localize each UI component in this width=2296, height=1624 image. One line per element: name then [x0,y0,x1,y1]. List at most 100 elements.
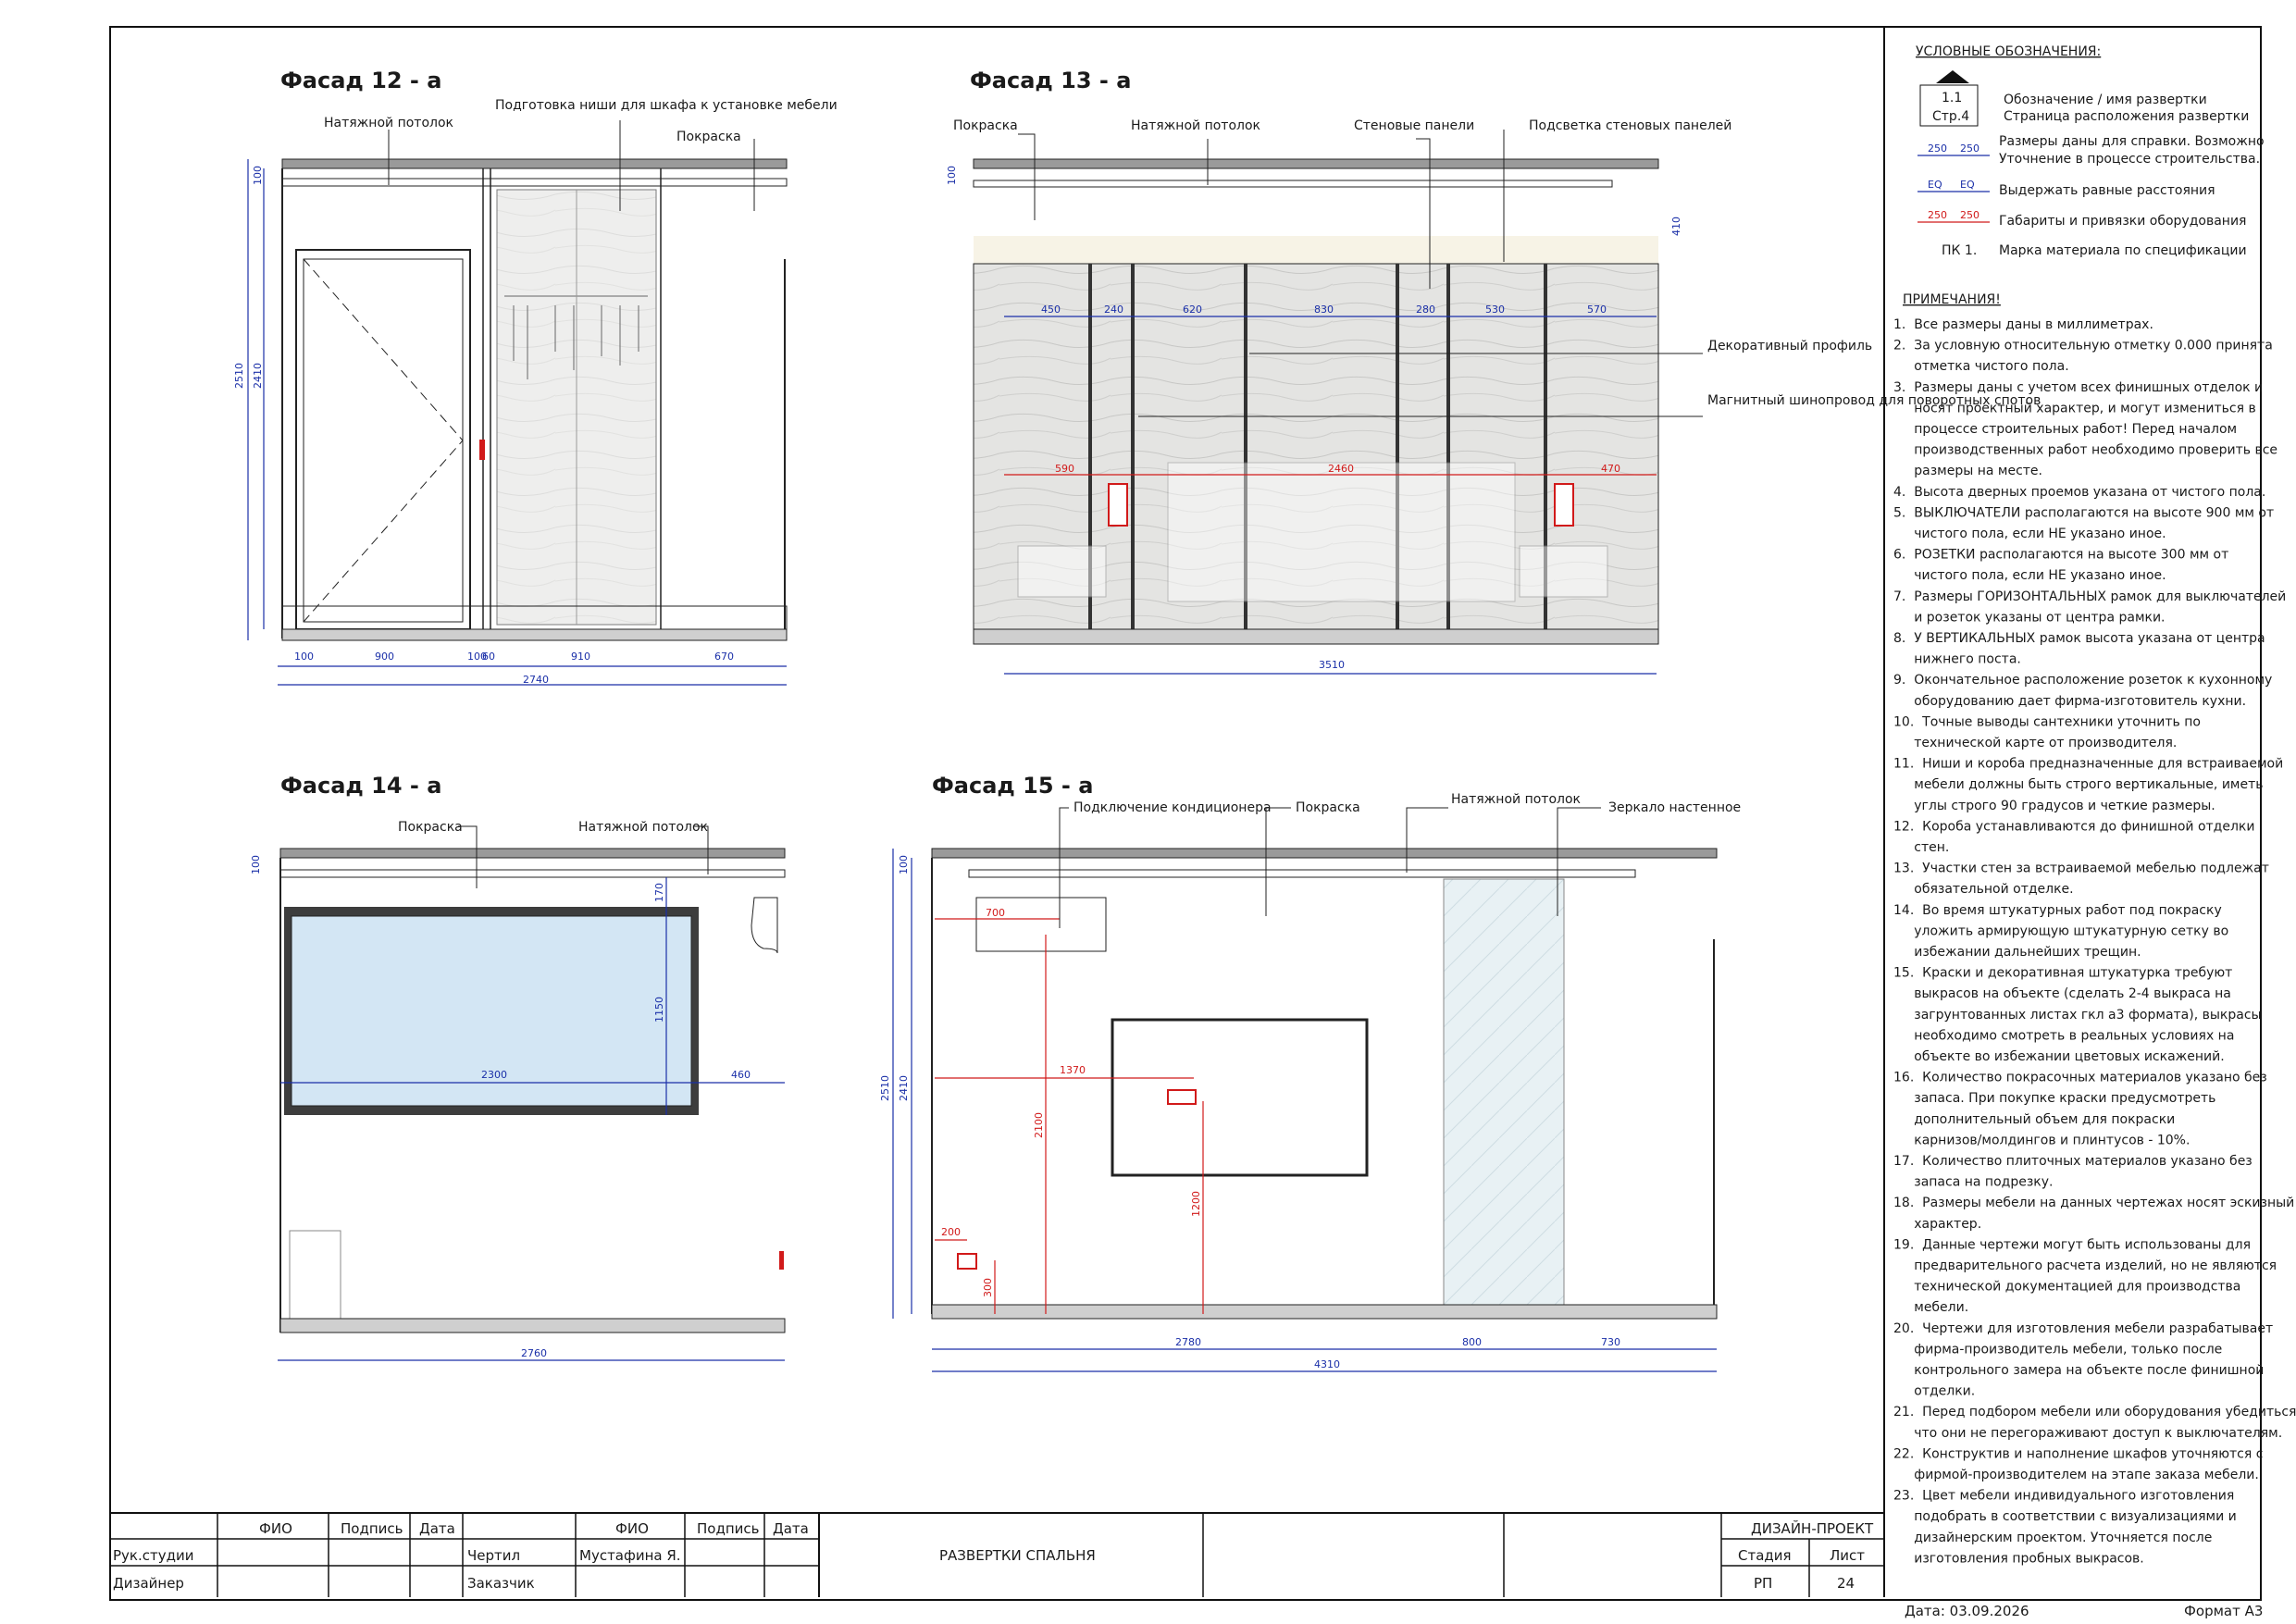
dim-15-inner: 2410 [898,1075,910,1101]
dim-13-5: 530 [1485,304,1505,316]
dim-12-outer: 2510 [233,363,245,389]
legend-item-4: Выдержать равные расстояния [1999,183,2215,198]
marker-bottom: Стр.4 [1932,109,1969,124]
facade-14: Фасад 14 - а 2300 460 1150 170 100 2760 … [250,773,786,1361]
dim-14-ceiling: 100 [250,855,262,874]
note-line: предварительного расчета изделий, но не … [1893,1258,2277,1273]
dim-14-height: 1150 [653,997,665,1023]
dim-13-6: 570 [1587,304,1607,316]
dim-15-top: 100 [898,855,910,874]
dim-13-red-1: 2460 [1328,463,1354,475]
note-line: мебели должны быть строго вертикальные, … [1893,777,2264,792]
note-line: размеры на месте. [1893,464,2042,478]
legend-dim-2: EQ [1928,179,1942,191]
marker-box [1919,84,1979,127]
tb-project: ДИЗАЙН-ПРОЕКТ [1751,1519,1874,1537]
door-swing [303,258,464,623]
legend-dim-0: 250 [1928,143,1947,155]
note-line: изготовления пробных выкрасов. [1893,1551,2144,1566]
note-line: 22. Конструктив и наполнение шкафов уточ… [1893,1446,2263,1461]
notes-lines: 1. Все размеры даны в миллиметрах. 2. За … [1893,317,2296,1566]
facade-13-title: Фасад 13 - а [970,68,1131,93]
note-line: оборудованию дает фирма-изготовитель кух… [1893,694,2246,709]
callout-ceiling-15: Натяжной потолок [1451,792,1581,807]
dim-14-width: 2300 [481,1069,507,1081]
dim-13-0: 450 [1041,304,1061,316]
note-line: 3. Размеры даны с учетом всех финишных о… [1893,380,2263,395]
dim-12-inner: 2410 [252,363,264,389]
dim-15-tv-offset: 1370 [1060,1064,1086,1076]
callout-profile: Декоративный профиль [1707,339,1872,353]
note-line: что они не перегораживают доступ к выклю… [1893,1426,2282,1441]
dim-14-side: 460 [731,1069,751,1081]
dim-15-tv-h2: 1200 [1190,1191,1202,1217]
tb-role-3: Чертил [467,1547,520,1564]
dim-12-2: 100 [467,651,487,663]
legend-dim-4: 250 [1928,209,1947,221]
marker-triangle-icon [1936,70,1969,83]
facade-15-title: Фасад 15 - а [932,773,1093,799]
callout-panels: Стеновые панели [1354,118,1474,133]
legend-item-6: Марка материала по спецификации [1999,243,2247,258]
socket-low [957,1253,977,1270]
note-line: 20. Чертежи для изготовления мебели разр… [1893,1321,2273,1336]
note-line: 6. РОЗЕТКИ располагаются на высоте 300 м… [1893,548,2228,563]
callout-mirror: Зеркало настенное [1608,800,1741,815]
tb-h-date-2: Дата [773,1520,809,1537]
note-line: характер. [1893,1217,1981,1232]
note-line: 8. У ВЕРТИКАЛЬНЫХ рамок высота указана о… [1893,631,2265,646]
callout-stretch-ceiling: Натяжной потолок [324,116,453,130]
note-line: технической карте от производителя. [1893,736,2177,750]
note-line: производственных работ необходимо провер… [1893,443,2277,458]
note-line: дополнительный объем для покраски [1893,1112,2175,1127]
dim-15-ac: 700 [986,907,1005,919]
note-line: 2. За условную относительную отметку 0.0… [1893,339,2273,353]
tb-h-date: Дата [419,1520,455,1537]
bed [1167,462,1516,602]
note-line: процессе строительных работ! Перед начал… [1893,422,2237,437]
dim-12-0: 100 [294,651,314,663]
socket-tv [1167,1089,1197,1105]
ac-unit [751,897,778,954]
note-line: 4. Высота дверных проемов указана от чис… [1893,485,2265,500]
tb-h-fio-2: ФИО [615,1520,649,1537]
legend-item-2: Размеры даны для справки. Возможно [1999,134,2265,149]
note-line: нижнего поста. [1893,652,2021,667]
legend-dim-1: 250 [1960,143,1980,155]
notes-title: ПРИМЕЧАНИЯ! [1903,292,2001,307]
ceiling-slab [281,158,788,169]
callout-ceiling-13: Натяжной потолок [1131,118,1260,133]
note-line: и розеток указаны от центра рамки. [1893,610,2166,625]
note-line: необходимо смотреть в реальных условиях … [1893,1028,2234,1043]
note-line: 16. Количество покрасочных материалов ук… [1893,1071,2267,1085]
dim-15-b1: 800 [1462,1336,1482,1348]
note-line: фирма-производитель мебели, только после [1893,1342,2222,1357]
switch-marker [479,440,485,460]
legend-item-1: Страница расположения развертки [2004,109,2249,124]
dim-12-4: 910 [571,651,590,663]
ac-unit-15 [975,897,1107,952]
note-line: 5. ВЫКЛЮЧАТЕЛИ располагаются на высоте 9… [1893,505,2274,520]
note-line: 1. Все размеры даны в миллиметрах. [1893,317,2153,332]
facade-13: Фасад 13 - а 450 240 620 830 280 530 570 [946,68,2041,675]
dim-12-5: 670 [714,651,734,663]
note-line: 19. Данные чертежи могут быть использова… [1893,1237,2251,1252]
dim-13-top: 100 [946,166,958,185]
note-line: 15. Краски и декоративная штукатурка тре… [1893,966,2232,981]
note-line: чистого пола, если НЕ указано иное. [1893,568,2166,583]
dim-13-3: 830 [1314,304,1334,316]
legend-dim-3: EQ [1960,179,1975,191]
note-line: загрунтованных листах гкл а3 формата), в… [1893,1008,2262,1023]
note-line: носят проектный характер, и могут измени… [1893,401,2256,415]
footer-format: Формат А3 [2184,1603,2263,1619]
dim-13-4: 280 [1416,304,1435,316]
dim-15-socket-h: 300 [982,1278,994,1297]
dim-15-outer: 2510 [879,1075,891,1101]
note-line: стен. [1893,840,1949,855]
legend-item-0: Обозначение / имя развертки [2004,93,2207,107]
dim-14-total: 2760 [521,1347,547,1359]
facade-12-title: Фасад 12 - а [280,68,441,93]
note-line: дизайнерским проектом. Уточняется после [1893,1531,2212,1545]
tb-stage-h: Стадия [1738,1547,1792,1564]
